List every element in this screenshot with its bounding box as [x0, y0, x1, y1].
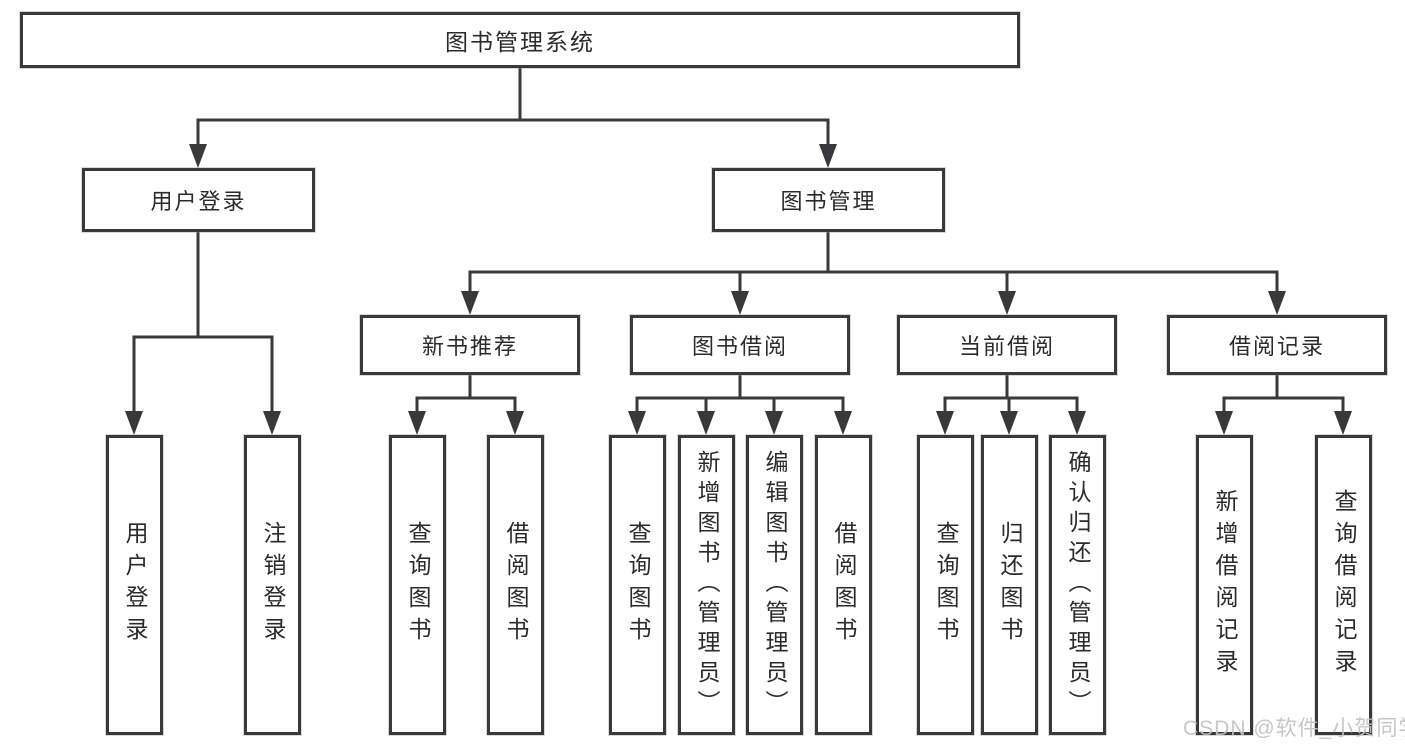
leaf-logout: 注销登录 — [244, 435, 301, 735]
leaf-query-books-recommendation: 查询图书 — [389, 435, 446, 735]
node-current-borrowing: 当前借阅 — [897, 315, 1117, 375]
leaf-return-books: 归还图书 — [981, 435, 1038, 735]
node-new-book-recommendation: 新书推荐 — [360, 315, 580, 375]
node-book-borrowing: 图书借阅 — [630, 315, 850, 375]
csdn-watermark: CSDN @软件_小贺同学 — [1183, 717, 1405, 740]
leaf-query-books-borrowing: 查询图书 — [609, 435, 666, 735]
leaf-confirm-return-admin: 确认归还（管理员） — [1049, 435, 1106, 735]
leaf-borrow-books-borrowing: 借阅图书 — [815, 435, 872, 735]
leaf-query-borrow-record: 查询借阅记录 — [1315, 435, 1372, 735]
leaf-user-login: 用户登录 — [106, 435, 163, 735]
node-library-management-system: 图书管理系统 — [20, 12, 1020, 68]
arrowheads — [125, 144, 1352, 435]
leaf-borrow-books-recommendation: 借阅图书 — [487, 435, 544, 735]
leaf-edit-book-admin: 编辑图书（管理员） — [746, 435, 803, 735]
node-book-management: 图书管理 — [712, 168, 945, 232]
node-user-login: 用户登录 — [82, 168, 315, 232]
leaf-add-book-admin: 新增图书（管理员） — [678, 435, 735, 735]
node-borrowing-records: 借阅记录 — [1167, 315, 1387, 375]
leaf-add-borrow-record: 新增借阅记录 — [1196, 435, 1253, 735]
leaf-query-books-current: 查询图书 — [917, 435, 974, 735]
